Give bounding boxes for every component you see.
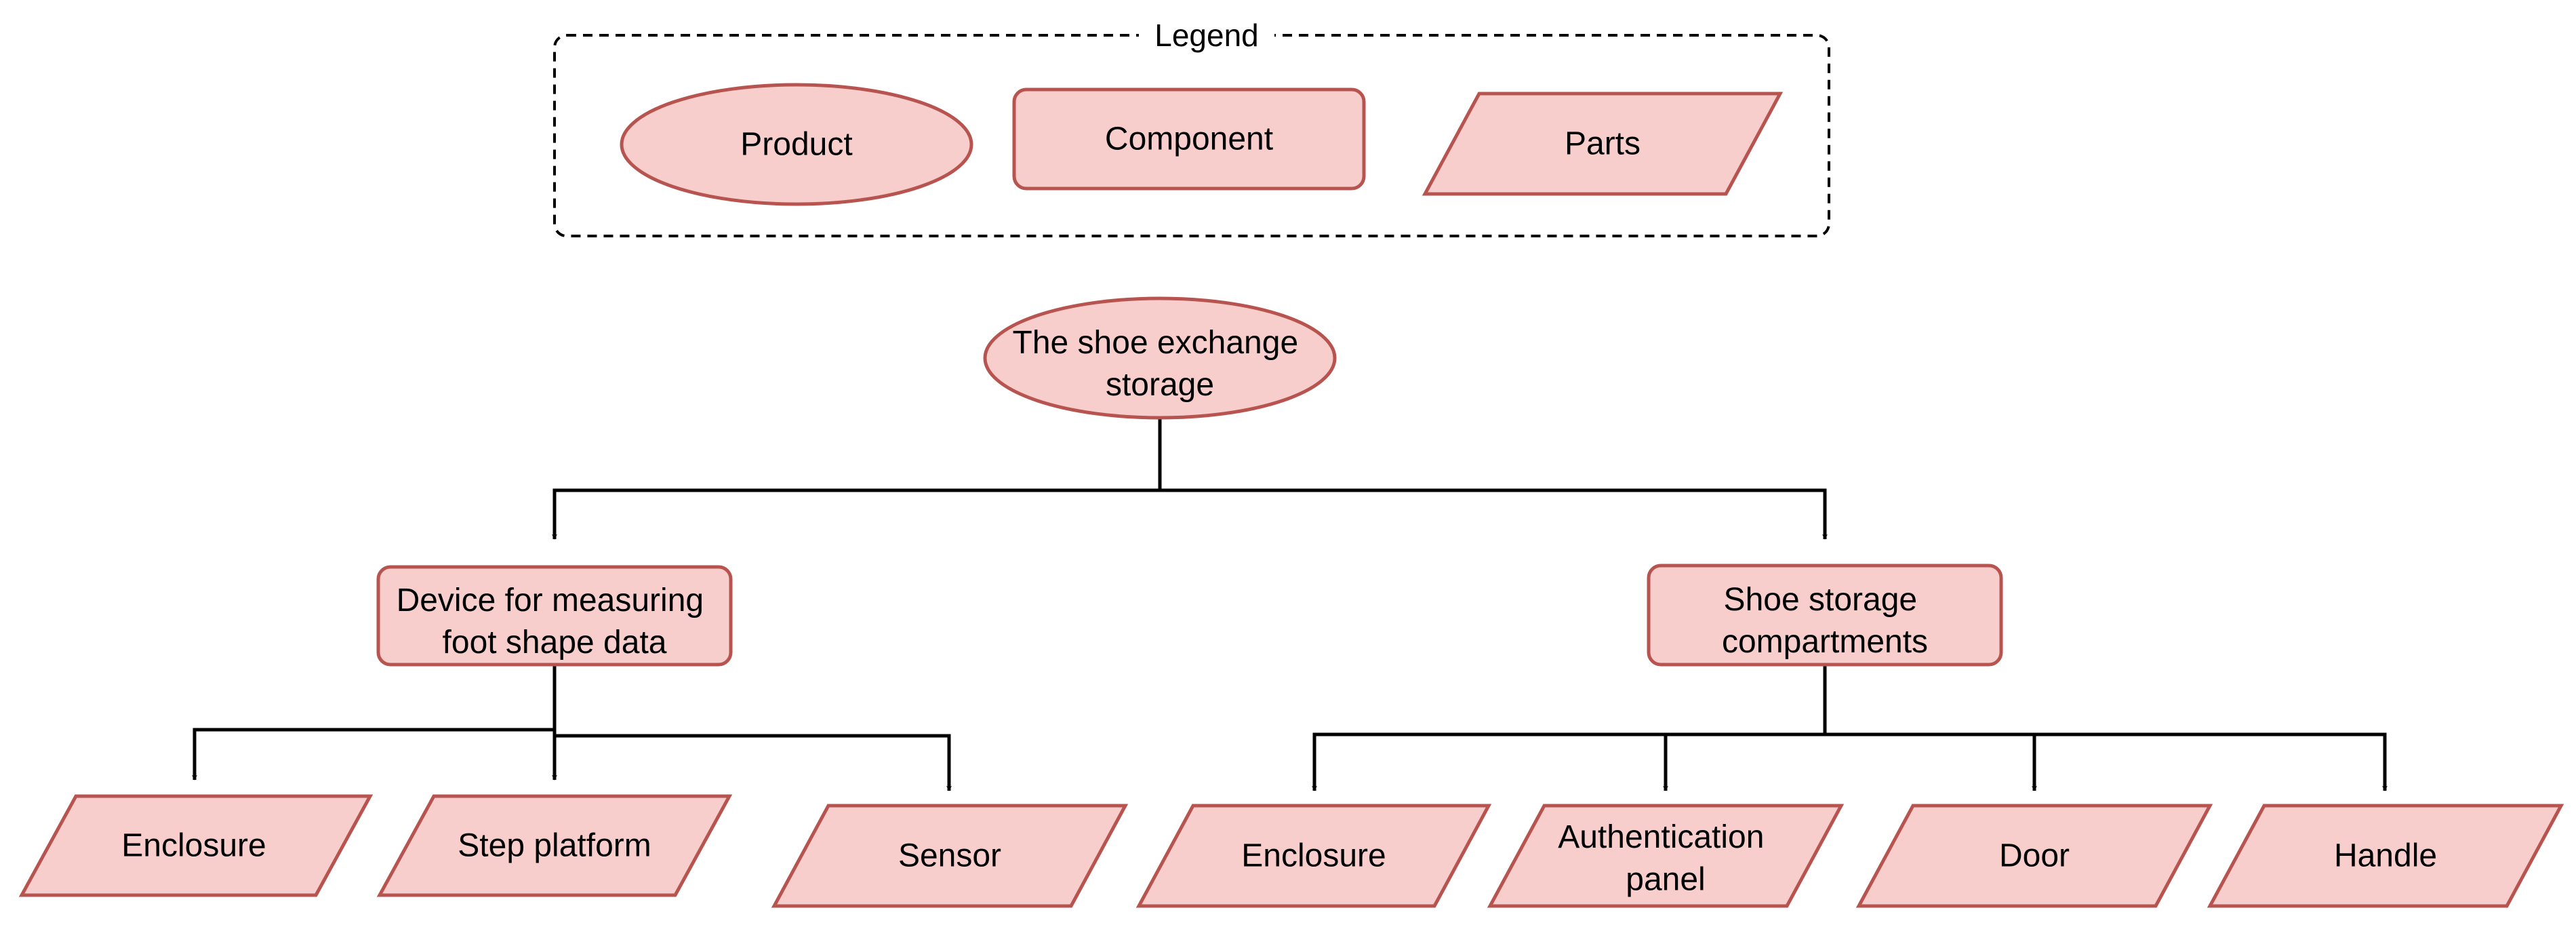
node-label-line: The shoe exchange	[1013, 325, 1299, 361]
node-part-door: Door	[1855, 804, 2213, 908]
node-label-line: Authentication	[1558, 819, 1764, 855]
edge-compartments-to-handle	[1823, 665, 2388, 791]
node-label: Enclosure	[121, 828, 266, 864]
edge-root-to-compartments	[1158, 419, 1828, 540]
legend-item-product: Product	[620, 83, 973, 206]
node-part-sensor: Sensor	[771, 804, 1129, 908]
connectors	[192, 419, 2388, 791]
node-product-root: The shoe exchange storage	[983, 296, 1337, 420]
node-product-root-shape	[983, 296, 1337, 420]
node-label: Device for measuring foot shape data	[397, 583, 713, 661]
legend-item-component: Component	[1012, 87, 1366, 191]
node-part-shape	[376, 794, 733, 897]
legend-item-parts: Parts	[1422, 92, 1784, 196]
node-part-shape	[1855, 804, 2213, 908]
node-part-enclosure-device: Enclosure	[18, 794, 374, 897]
node-label-line: compartments	[1722, 624, 1928, 660]
edge-compartments-to-auth-panel	[1663, 665, 1827, 791]
edge-device-to-sensor	[552, 665, 952, 791]
node-part-shape	[2207, 804, 2564, 908]
legend-label-parts: Parts	[1565, 126, 1641, 162]
edge-device-to-enclosure	[192, 665, 557, 781]
product-shape	[620, 83, 973, 206]
node-label-line: storage	[1106, 367, 1214, 403]
node-label: Step platform	[458, 828, 651, 864]
node-label: Sensor	[898, 838, 1001, 874]
node-label: Enclosure	[1241, 838, 1386, 874]
legend-title: Legend	[1154, 18, 1259, 53]
node-part-enclosure-compartments: Enclosure	[1135, 804, 1492, 908]
parts-shape	[1422, 92, 1784, 196]
edge-compartments-to-door	[1823, 665, 2037, 791]
node-component-compartments: Shoe storage compartments	[1647, 564, 2003, 667]
edge-compartments-to-enclosure	[1312, 665, 1827, 791]
edge-root-to-device	[552, 419, 1162, 540]
legend: Legend Product Component Parts	[553, 18, 1830, 237]
node-part-authentication-panel: Authentication panel	[1487, 804, 1845, 908]
node-label: Door	[1999, 838, 2070, 874]
node-component-device-shape	[376, 565, 733, 667]
legend-label-product: Product	[740, 127, 852, 163]
node-component-device: Device for measuring foot shape data	[376, 565, 733, 667]
node-part-shape	[1487, 804, 1845, 908]
component-shape	[1012, 87, 1366, 191]
node-label-line: foot shape data	[443, 625, 667, 661]
node-label-line: panel	[1626, 861, 1705, 897]
node-label: Authentication panel	[1558, 819, 1773, 897]
node-label: The shoe exchange storage	[1013, 325, 1308, 403]
node-component-compartments-shape	[1647, 564, 2003, 667]
node-part-shape	[771, 804, 1129, 908]
node-part-shape	[18, 794, 374, 897]
legend-label-component: Component	[1105, 121, 1273, 157]
node-part-handle: Handle	[2207, 804, 2564, 908]
node-label: Handle	[2334, 838, 2437, 874]
node-label-line: Device for measuring	[397, 583, 704, 618]
node-label: Shoe storage compartments	[1722, 582, 1928, 660]
node-part-shape	[1135, 804, 1492, 908]
node-part-step-platform: Step platform	[376, 794, 733, 897]
node-label-line: Shoe storage	[1724, 582, 1918, 618]
